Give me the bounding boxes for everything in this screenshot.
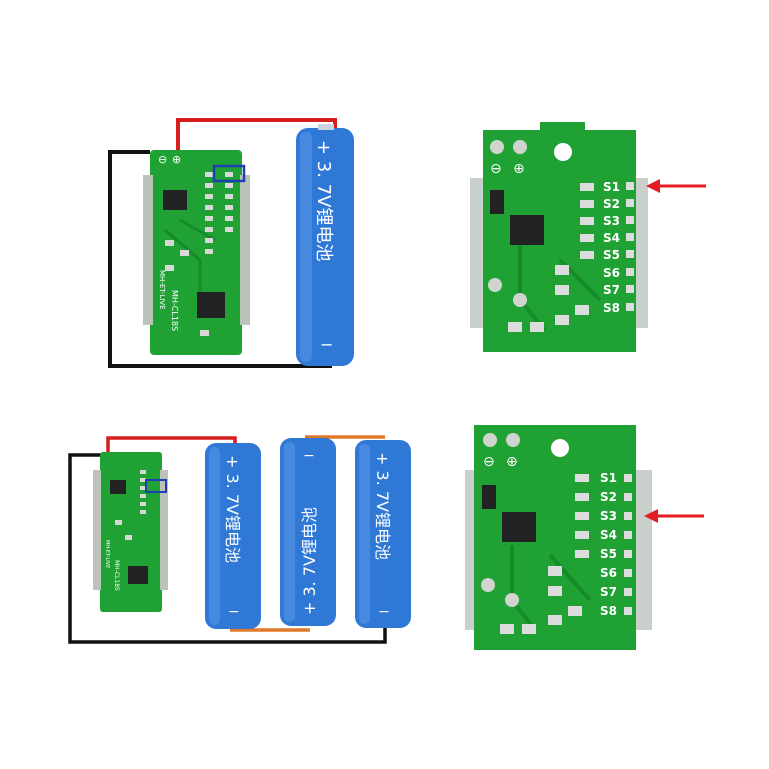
closeup2-pad-s2: S2: [600, 490, 617, 504]
pcb-board-2: [100, 452, 162, 612]
battery-minus: −: [320, 335, 333, 354]
closeup2-polarity-plus: ⊕: [506, 454, 518, 470]
closeup1-polarity-minus: ⊖: [490, 161, 502, 177]
pcb-model-label: MH-CL18S: [170, 290, 179, 331]
closeup1-red-arrow-icon: [646, 179, 706, 193]
closeup1-pad-s7: S7: [603, 283, 620, 297]
s3-marker-box: [145, 479, 167, 493]
battery-cell-2: + 3. 7V锂电池 −: [280, 438, 336, 626]
closeup1-pad-s5: S5: [603, 248, 620, 262]
battery-cell: + 3. 7V锂电池 −: [296, 124, 354, 366]
battery-label: + 3. 7V锂电池: [313, 140, 334, 261]
pcb2-model-alt-label: MH-ET-LIVE: [104, 540, 110, 568]
pcb-model-alt-label: MH-ET-LIVE: [158, 270, 166, 310]
closeup2-pad-s4: S4: [600, 528, 617, 542]
s1-marker-box: [212, 164, 246, 183]
closeup1-pad-s6: S6: [603, 266, 620, 280]
battery-2-label: + 3. 7V锂电池: [300, 507, 319, 615]
battery-cell-1: + 3. 7V锂电池 −: [205, 443, 261, 629]
closeup1-pad-column: S1 S2 S3 S4 S5 S6 S7 S8: [580, 180, 634, 315]
polarity-plus: ⊕: [172, 153, 181, 166]
closeup1-pad-s4: S4: [603, 231, 620, 245]
black-wire-2: [68, 453, 387, 644]
closeup2-pad-s1: S1: [600, 471, 617, 485]
battery-3-label: + 3. 7V锂电池: [373, 452, 392, 560]
panel-s3-closeup: ⊖ ⊕ S1 S2 S3 S4 S5 S6: [465, 425, 704, 650]
panel-three-cell-wiring: MH-CL18S MH-ET-LIVE + 3. 7V锂电池 − + 3. 7V…: [68, 435, 411, 644]
pcb2-model-label: MH-CL18S: [113, 560, 120, 591]
closeup1-polarity-plus: ⊕: [513, 161, 525, 177]
battery-cell-3: + 3. 7V锂电池 −: [355, 440, 411, 628]
closeup1-pad-s1: S1: [603, 180, 620, 194]
closeup2-polarity-minus: ⊖: [483, 454, 495, 470]
polarity-minus: ⊖: [158, 153, 167, 166]
battery-2-minus: −: [303, 448, 315, 464]
red-wire: [176, 118, 337, 150]
closeup2-pad-s3: S3: [600, 509, 617, 523]
closeup2-pad-column: S1 S2 S3 S4 S5 S6 S7 S8: [575, 471, 632, 618]
closeup2-red-arrow-icon: [644, 509, 704, 523]
closeup2-pad-s6: S6: [600, 566, 617, 580]
panel-s1-closeup: ⊖ ⊕ S1 S2 S3 S4 S5 S6: [470, 122, 706, 352]
battery-1-minus: −: [228, 604, 240, 620]
red-wire-2: [106, 436, 237, 452]
battery-1-label: + 3. 7V锂电池: [223, 455, 242, 563]
closeup1-pad-s8: S8: [603, 301, 620, 315]
closeup2-pad-s7: S7: [600, 585, 617, 599]
closeup2-pad-s5: S5: [600, 547, 617, 561]
panel-single-cell-wiring: ⊖ ⊕ MH-CL18S MH-ET-LIVE + 3. 7V锂电池 −: [108, 118, 354, 368]
battery-3-minus: −: [378, 604, 390, 620]
closeup1-pad-s2: S2: [603, 197, 620, 211]
closeup2-pad-s8: S8: [600, 604, 617, 618]
closeup1-pad-s3: S3: [603, 214, 620, 228]
